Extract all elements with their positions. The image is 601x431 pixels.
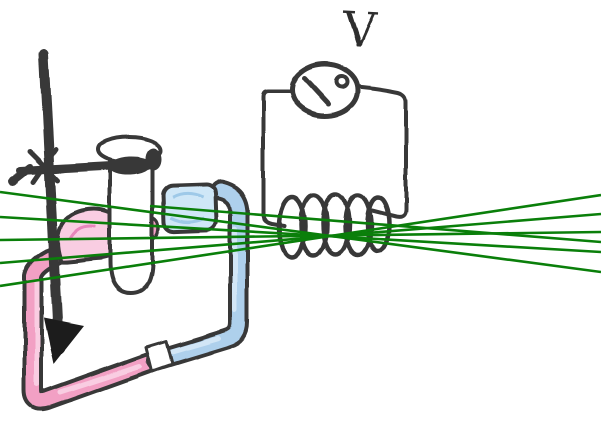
field-line-5 <box>0 193 601 288</box>
retort-stand <box>39 49 63 337</box>
field-line-6 <box>149 204 601 244</box>
voltmeter-circuit <box>261 61 408 260</box>
voltmeter-peg <box>334 74 350 90</box>
clamp <box>9 147 152 186</box>
voltmeter-needle <box>302 75 332 107</box>
field-line-1 <box>0 190 601 274</box>
clamp-front-jaw <box>109 156 151 176</box>
right-wire <box>355 84 408 219</box>
field-lines-overlay <box>0 190 601 288</box>
cold-junction-blue-tube <box>146 179 250 371</box>
test-tube <box>96 135 162 295</box>
voltmeter-dial <box>289 61 361 119</box>
field-line-4 <box>0 212 601 265</box>
tube-junction-break <box>144 339 174 373</box>
induction-coil <box>276 191 392 260</box>
flow-arrow-icon <box>44 318 84 364</box>
left-wire <box>261 90 294 228</box>
field-line-2 <box>0 215 601 254</box>
voltmeter-label: V <box>341 2 380 59</box>
